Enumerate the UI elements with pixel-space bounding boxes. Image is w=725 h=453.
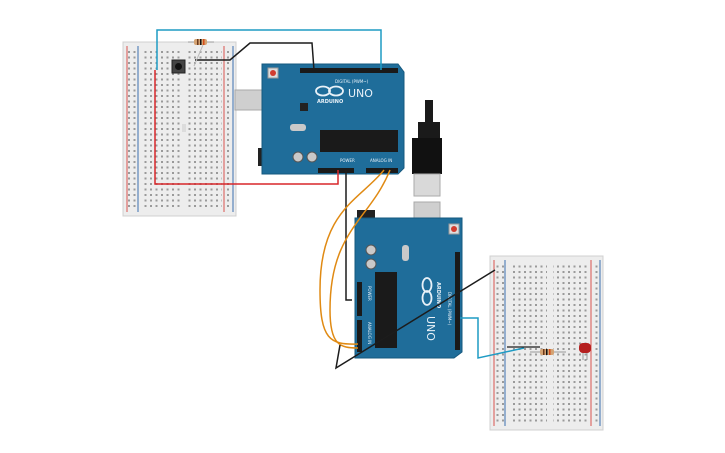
reset-button[interactable] [270,70,276,76]
breadboard-right[interactable] [489,255,604,431]
model-label: UNO [424,316,437,341]
power-header-label: POWER [340,158,355,163]
resistor-bottom[interactable] [530,349,566,355]
crystal [290,124,306,131]
analog-header-label: ANALOG IN [370,158,392,163]
pushbutton[interactable] [171,59,186,74]
resistor-top[interactable] [188,39,214,67]
analog-header [357,320,362,352]
usb-cable[interactable] [412,100,442,197]
wire-black-gnd[interactable] [345,170,352,301]
atmega-chip [320,130,398,152]
power-header [318,168,354,173]
analog-header-label: ANALOG IN [367,322,372,344]
wire-red[interactable] [154,70,339,185]
model-label: UNO [348,87,373,100]
wire-black-top[interactable] [195,42,315,71]
digital-header-label: DIGITAL (PWM~) [447,292,452,326]
arduino-logo [421,277,433,306]
wire-cyan-bottom[interactable] [460,317,525,359]
wire-cyan-top[interactable] [156,29,382,70]
wire-orange-1[interactable] [319,169,385,345]
crystal [402,245,409,261]
led[interactable] [579,343,591,360]
arduino-logo [315,85,344,97]
atmega-chip [375,272,397,348]
wire-black-bottom[interactable] [334,269,496,370]
arduino-bottom[interactable]: ARDUINO UNO DIGITAL (PWM~) POWER ANALOG … [354,201,463,359]
brand-label: ARDUINO [317,99,343,105]
arduino-top[interactable]: DIGITAL (PWM~) ARDUINO UNO POWER ANALOG … [234,63,405,175]
wires [154,29,540,370]
reset-button[interactable] [451,226,457,232]
digital-header-label: DIGITAL (PWM~) [335,79,369,84]
brand-label: ARDUINO [435,282,441,308]
power-header [357,282,362,316]
digital-header [455,252,460,350]
digital-header [300,68,398,73]
analog-header [366,168,398,173]
wire-orange-2[interactable] [329,169,391,349]
power-header-label: POWER [367,286,372,301]
